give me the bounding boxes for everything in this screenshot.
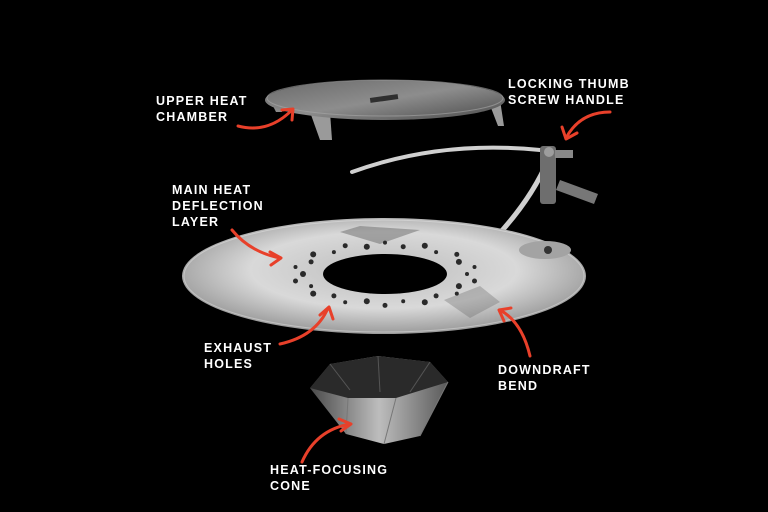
label-line: LAYER [172,215,220,229]
label-line: HOLES [204,357,254,371]
exhaust-hole [343,300,348,305]
exhaust-hole [293,278,298,284]
label-line: CHAMBER [156,110,229,124]
exhaust-hole [400,244,406,250]
chamber-leg-left [310,112,332,140]
label-locking-thumb-screw-handle: LOCKING THUMB SCREW HANDLE [508,76,630,108]
label-line: DOWNDRAFT [498,363,591,377]
arrow-exhaust-holes [278,305,335,346]
exhaust-hole [383,240,387,245]
arrow-downdraft-bend [497,306,532,358]
exhaust-hole [421,299,428,306]
label-line: DEFLECTION [172,199,264,213]
brand-mark [369,94,399,103]
annotation-arrows [230,107,612,464]
exhaust-hole [310,290,317,297]
exhaust-hole [433,293,439,299]
exhaust-hole [342,243,348,249]
thumb-screw-arm [556,180,598,204]
label-heat-focusing-cone: HEAT-FOCUSING CONE [270,462,388,494]
label-line: CONE [270,479,311,493]
label-main-heat-deflection-layer: MAIN HEAT DEFLECTION LAYER [172,182,264,230]
exhaust-holes [293,240,477,308]
thumb-screw-top [555,150,573,158]
label-line: SCREW HANDLE [508,93,625,107]
exhaust-hole [363,243,370,250]
exhaust-hole [363,298,370,305]
label-downdraft-bend: DOWNDRAFT BEND [498,362,591,394]
handle-rod-top [350,145,542,174]
exhaust-hole [331,250,336,255]
exhaust-hole [310,251,317,258]
upper-heat-chamber [265,79,505,140]
exhaust-hole [300,271,306,277]
label-line: HEAT-FOCUSING [270,463,389,477]
arrow-main-heat-deflection [230,228,283,267]
exhaust-hole [454,291,459,296]
exhaust-hole [401,299,406,304]
exhaust-hole [465,272,469,276]
arrow-locking-thumb-screw [560,110,612,141]
exhaust-hole [455,258,462,265]
label-line: LOCKING THUMB [508,77,630,91]
label-exhaust-holes: EXHAUST HOLES [204,340,272,372]
label-upper-heat-chamber: UPPER HEAT CHAMBER [156,93,248,125]
exhaust-hole [455,283,462,290]
exhaust-hole [309,284,314,289]
label-line: EXHAUST [204,341,273,355]
exhaust-hole [308,259,314,265]
exhaust-hole [472,278,477,284]
exhaust-hole [382,302,388,308]
main-heat-deflection-layer [182,218,586,334]
exhaust-hole [331,293,337,299]
exhaust-hole [421,242,428,249]
center-hole [323,254,447,294]
exhaust-hole [293,265,298,269]
label-line: UPPER HEAT [156,94,248,108]
handle-bracket [540,146,556,204]
arrow-upper-heat-chamber [236,107,295,130]
label-line: BEND [498,379,539,393]
exhaust-hole [434,250,439,255]
exhaust-hole [472,265,477,269]
label-line: MAIN HEAT [172,183,252,197]
arrow-heat-focusing-cone [300,417,353,464]
exhaust-hole [454,251,460,257]
